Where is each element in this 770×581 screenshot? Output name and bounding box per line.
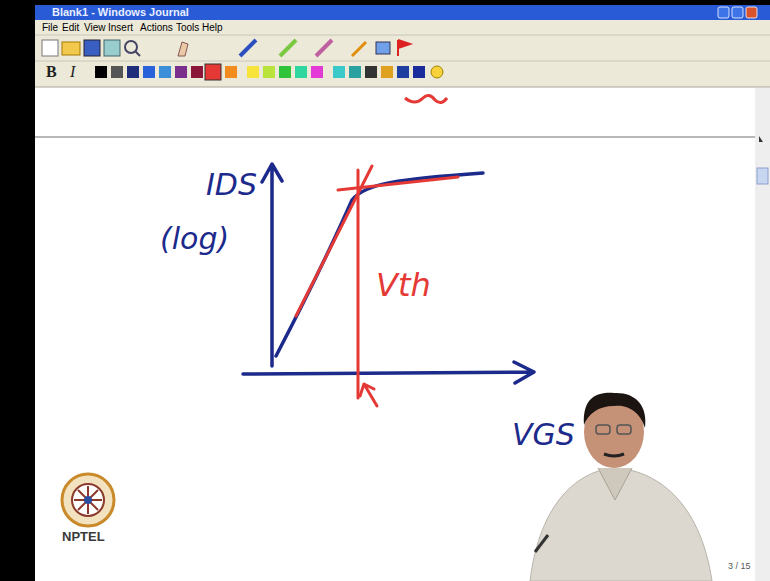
menu-item: File xyxy=(42,22,58,33)
pen-icon xyxy=(240,40,256,56)
print-icon xyxy=(104,40,120,56)
new-icon xyxy=(42,40,58,56)
iv-sketch xyxy=(243,164,534,406)
logo-text: NPTEL xyxy=(62,530,105,544)
hand-icon xyxy=(178,42,188,56)
close-button xyxy=(746,7,757,18)
minimize-button xyxy=(718,7,729,18)
menu-item: Insert xyxy=(108,22,133,33)
highlighter-icon xyxy=(280,40,296,56)
eraser-icon xyxy=(316,40,332,56)
menu-item: Tools xyxy=(176,22,199,33)
cut-off-ink xyxy=(405,95,447,102)
toolbar-icons xyxy=(42,40,410,56)
window-title: Blank1 - Windows Journal xyxy=(52,6,189,18)
page-number: 3 / 15 xyxy=(728,562,751,572)
axis-scale-note: (log) xyxy=(160,222,229,255)
toolbar-area xyxy=(35,20,770,87)
scroll-thumb xyxy=(757,168,768,184)
saturation-tangent xyxy=(338,177,458,190)
save-icon xyxy=(84,40,100,56)
nptel-logo xyxy=(62,474,114,526)
search-handle xyxy=(135,51,140,56)
maximize-button xyxy=(732,7,743,18)
axis-label: VGS xyxy=(512,418,575,451)
color-palette xyxy=(95,64,443,80)
axis-label: IDS xyxy=(206,168,257,201)
bold-button: B xyxy=(46,63,57,81)
journal-page xyxy=(35,88,755,581)
menu-item: Edit xyxy=(62,22,79,33)
menu-item: View xyxy=(84,22,106,33)
journal-window xyxy=(35,5,770,581)
menu-divider xyxy=(35,35,770,36)
insert-icon xyxy=(376,42,390,54)
threshold-arrow xyxy=(360,384,377,406)
cursor xyxy=(759,136,763,142)
open-icon xyxy=(62,42,80,55)
lasso-icon xyxy=(352,42,366,56)
scrollbar xyxy=(755,88,770,581)
y-axis xyxy=(262,164,282,366)
toolbar-divider xyxy=(35,61,770,62)
toolbar-bottom xyxy=(35,87,770,88)
italic-button: I xyxy=(70,63,75,81)
menu-item: Help xyxy=(202,22,223,33)
flag-icon xyxy=(398,40,410,56)
page-break-line xyxy=(35,136,755,138)
threshold-marker xyxy=(357,170,360,398)
title-bar xyxy=(35,5,770,20)
threshold-label: Vth xyxy=(376,268,431,303)
menu-item: Actions xyxy=(140,22,173,33)
x-axis xyxy=(243,362,534,383)
transfer-curve xyxy=(276,173,483,356)
